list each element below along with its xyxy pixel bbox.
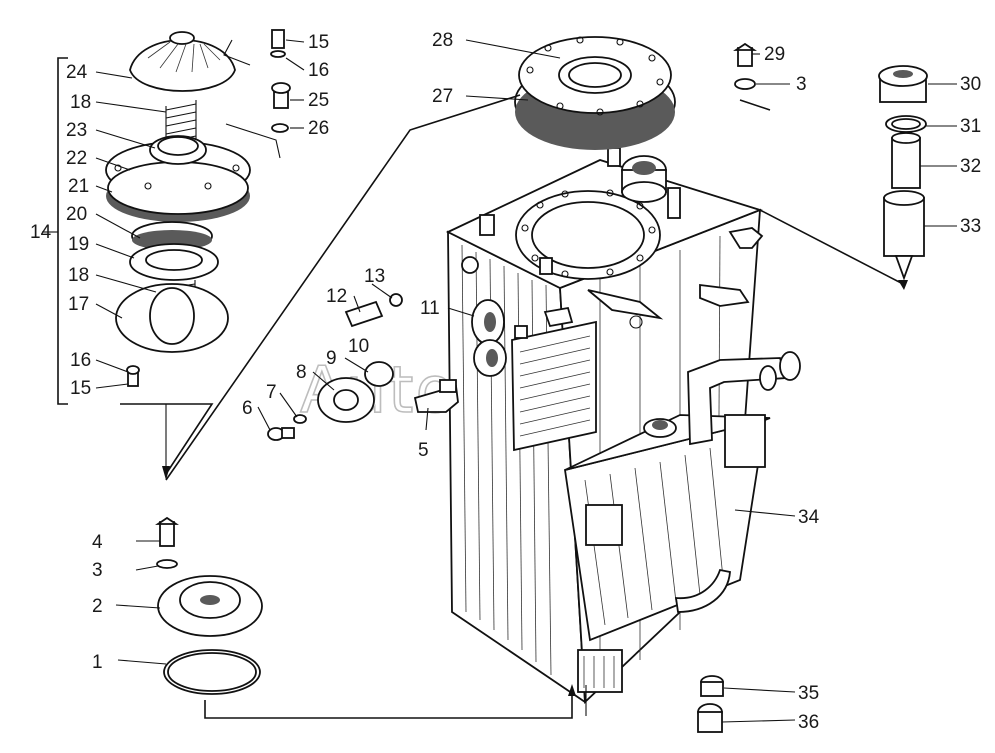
callout-31: 31 <box>960 116 981 137</box>
callout-3-top: 3 <box>796 74 807 95</box>
callout-28: 28 <box>432 30 453 51</box>
callout-30: 30 <box>960 74 981 95</box>
drain-plugs <box>697 675 724 733</box>
leader-lines <box>42 39 957 723</box>
callout-15-top: 15 <box>308 32 329 53</box>
callout-16-top: 16 <box>308 60 329 81</box>
callout-12: 12 <box>326 286 347 307</box>
callout-2: 2 <box>92 596 103 617</box>
callout-27: 27 <box>432 86 453 107</box>
callout-18-top: 18 <box>70 92 91 113</box>
callout-33: 33 <box>960 216 981 237</box>
callout-35: 35 <box>798 683 819 704</box>
callout-14: 14 <box>30 222 52 243</box>
tank-cover <box>514 36 676 150</box>
callout-22: 22 <box>66 148 87 169</box>
callout-8: 8 <box>296 362 307 383</box>
side-fittings <box>267 293 574 441</box>
callout-19: 19 <box>68 234 89 255</box>
callout-15-bottom: 15 <box>70 378 91 399</box>
callout-10: 10 <box>348 336 369 357</box>
callout-6: 6 <box>242 398 253 419</box>
assembly-lines <box>120 39 908 719</box>
callout-25: 25 <box>308 90 329 111</box>
callout-21: 21 <box>68 176 89 197</box>
callout-13: 13 <box>364 266 385 287</box>
callout-5: 5 <box>418 440 429 461</box>
callout-labels: 24 18 23 22 21 20 14 19 18 17 16 15 15 1… <box>30 30 981 733</box>
callout-24: 24 <box>66 62 88 83</box>
callout-18-bottom: 18 <box>68 265 89 286</box>
hydraulic-tank <box>445 147 764 704</box>
callout-17: 17 <box>68 294 89 315</box>
callout-9: 9 <box>326 348 337 369</box>
callout-29: 29 <box>764 44 785 65</box>
drain-cover-assembly <box>155 516 263 695</box>
callout-26: 26 <box>308 118 329 139</box>
callout-20: 20 <box>66 204 87 225</box>
callout-4: 4 <box>92 532 103 553</box>
callout-11: 11 <box>420 298 440 319</box>
callout-23: 23 <box>66 120 87 141</box>
callout-7: 7 <box>266 382 277 403</box>
callout-1: 1 <box>92 652 103 673</box>
callout-32: 32 <box>960 156 981 177</box>
callout-3-bottom: 3 <box>92 560 103 581</box>
breather-filter <box>733 42 928 281</box>
filter-assembly <box>57 29 291 405</box>
cooler-assembly <box>563 351 801 693</box>
callout-34: 34 <box>798 507 820 528</box>
callout-36: 36 <box>798 712 819 733</box>
callout-16-bottom: 16 <box>70 350 91 371</box>
